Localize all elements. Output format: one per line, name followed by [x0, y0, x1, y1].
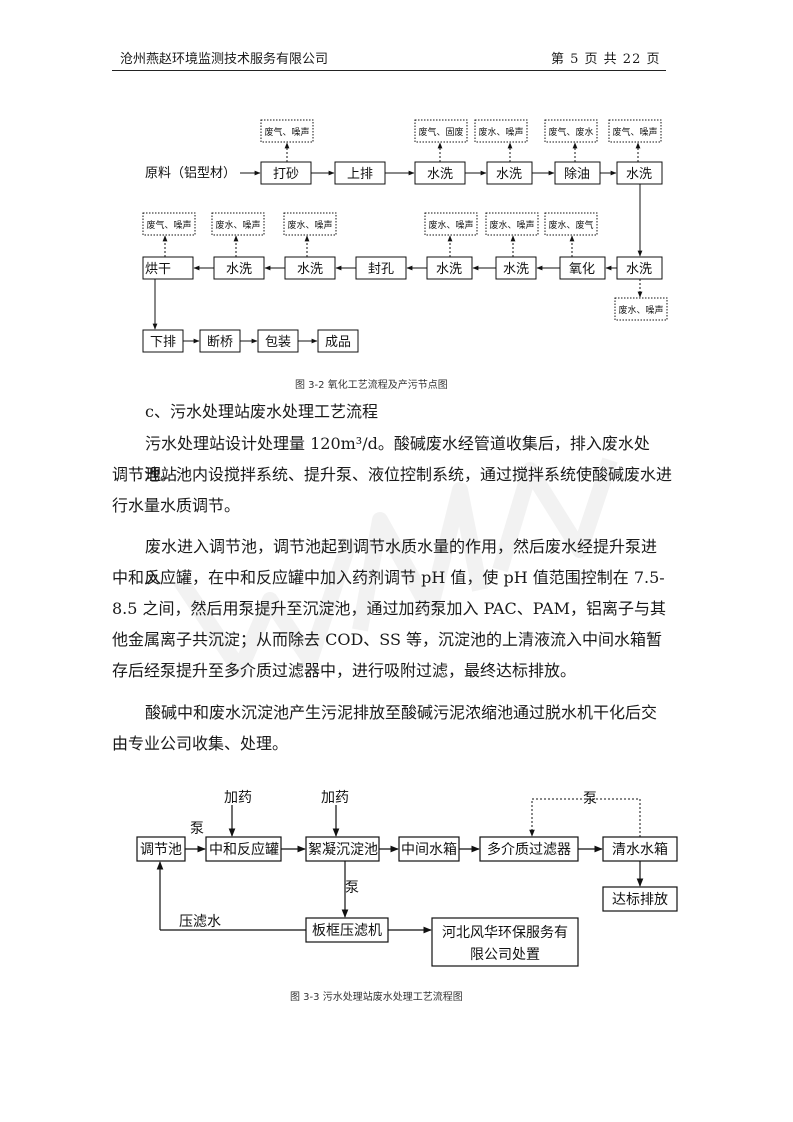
row2-node: 水洗: [503, 262, 529, 277]
emission-box: [283, 212, 337, 236]
emission-box: [544, 119, 598, 143]
emission-label: 废气、噪声: [146, 219, 191, 231]
emission-box: [544, 212, 598, 236]
paragraph-1-first-line: 污水处理站设计处理量 120m³/d。酸碱废水经管道收集后，排入废水处理站: [145, 434, 650, 484]
row3-node: 断桥: [207, 335, 233, 350]
row1-node: 水洗: [496, 167, 522, 182]
emission-label: 废气、固废: [418, 126, 463, 138]
header-rule: [112, 70, 666, 71]
filter-water-label: 压滤水: [179, 914, 221, 930]
row2-node: 水洗: [626, 262, 652, 277]
emission-label: 废水、噪声: [489, 219, 534, 231]
pump-recycle-label: 泵: [583, 791, 597, 807]
emission-label: 废水、噪声: [428, 219, 473, 231]
node-label: 达标排放: [612, 892, 668, 908]
emission-label: 废气、噪声: [264, 126, 309, 138]
emission-label: 废水、噪声: [215, 219, 260, 231]
page-info: 第 5 页 共 22 页: [551, 52, 661, 67]
emission-box: [474, 119, 528, 143]
emission-label: 废气、噪声: [612, 126, 657, 138]
raw-material-label: 原料（铝型材）: [145, 166, 236, 181]
paragraph-1-body: 调节池。池内设搅拌系统、提升泵、液位控制系统，通过搅拌系统使酸碱废水进行水量水质…: [112, 465, 673, 515]
emission-label: 废水、噪声: [287, 219, 332, 231]
row3-node: 包装: [265, 335, 291, 350]
row3-node: 成品: [325, 335, 351, 350]
paragraph-3-body: 由专业公司收集、处理。: [112, 734, 289, 753]
dosing-label: 加药: [321, 790, 349, 806]
row1-node: 水洗: [427, 167, 453, 182]
emission-label: 废水、噪声: [478, 126, 523, 138]
row3-box: [317, 329, 359, 353]
emission-box: [211, 212, 265, 236]
node-label: 板框压滤机: [312, 923, 382, 939]
node-label: 清水水箱: [612, 842, 668, 858]
emission-label: 废气、废水: [548, 126, 593, 138]
row2-node: 水洗: [297, 262, 323, 277]
emission-box: [485, 212, 539, 236]
node-label: 调节池: [140, 842, 182, 858]
row1-node: 除油: [564, 167, 590, 182]
row1-node: 打砂: [273, 167, 299, 182]
row1-node: 上排: [347, 167, 373, 182]
section-title: c、污水处理站废水处理工艺流程: [145, 402, 378, 421]
row3-node: 下排: [150, 335, 176, 350]
emission-label: 废水、噪声: [618, 304, 663, 316]
pump-label: 泵: [190, 821, 204, 837]
paragraph-3-first-line: 酸碱中和废水沉淀池产生污泥排放至酸碱污泥浓缩池通过脱水机干化后交: [145, 703, 658, 722]
row2-box: [142, 256, 194, 280]
node-label: 多介质过滤器: [487, 841, 571, 858]
emission-box: [608, 119, 662, 143]
node-label: 中和反应罐: [209, 841, 279, 858]
row2-node: 氧化: [569, 262, 595, 277]
emission-box: [260, 119, 314, 143]
pump-label: 泵: [345, 880, 359, 896]
company-name: 沧州燕赵环境监测技术服务有限公司: [120, 52, 329, 67]
figure-3-2-caption: 图 3-2 氧化工艺流程及产污节点图: [295, 380, 448, 391]
row2-node: 水洗: [436, 262, 462, 277]
row2-node: 水洗: [226, 262, 252, 277]
emission-box: [424, 212, 478, 236]
disposal-line-1: 河北风华环保服务有: [442, 925, 568, 941]
emission-box: [142, 212, 196, 236]
figure-3-3-caption: 图 3-3 污水处理站废水处理工艺流程图: [290, 992, 463, 1003]
paragraph-2-first-line: 废水进入调节池，调节池起到调节水质水量的作用，然后废水经提升泵进入: [145, 537, 658, 587]
row2-node: 烘干: [145, 262, 171, 277]
row1-node: 水洗: [626, 167, 652, 182]
paragraph-2-body: 中和反应罐，在中和反应罐中加入药剂调节 pH 值，使 pH 值范围控制在 7.5…: [112, 568, 666, 680]
node-box: [602, 886, 678, 912]
emission-label: 废水、废气: [548, 219, 593, 231]
node-box: [431, 917, 579, 967]
emission-box: [614, 297, 668, 321]
emission-box: [414, 119, 468, 143]
node-label: 中间水箱: [401, 842, 457, 858]
row2-node: 封孔: [368, 262, 394, 277]
disposal-line-2: 限公司处置: [470, 947, 540, 963]
dosing-label: 加药: [224, 790, 252, 806]
node-label: 絮凝沉淀池: [308, 841, 378, 858]
